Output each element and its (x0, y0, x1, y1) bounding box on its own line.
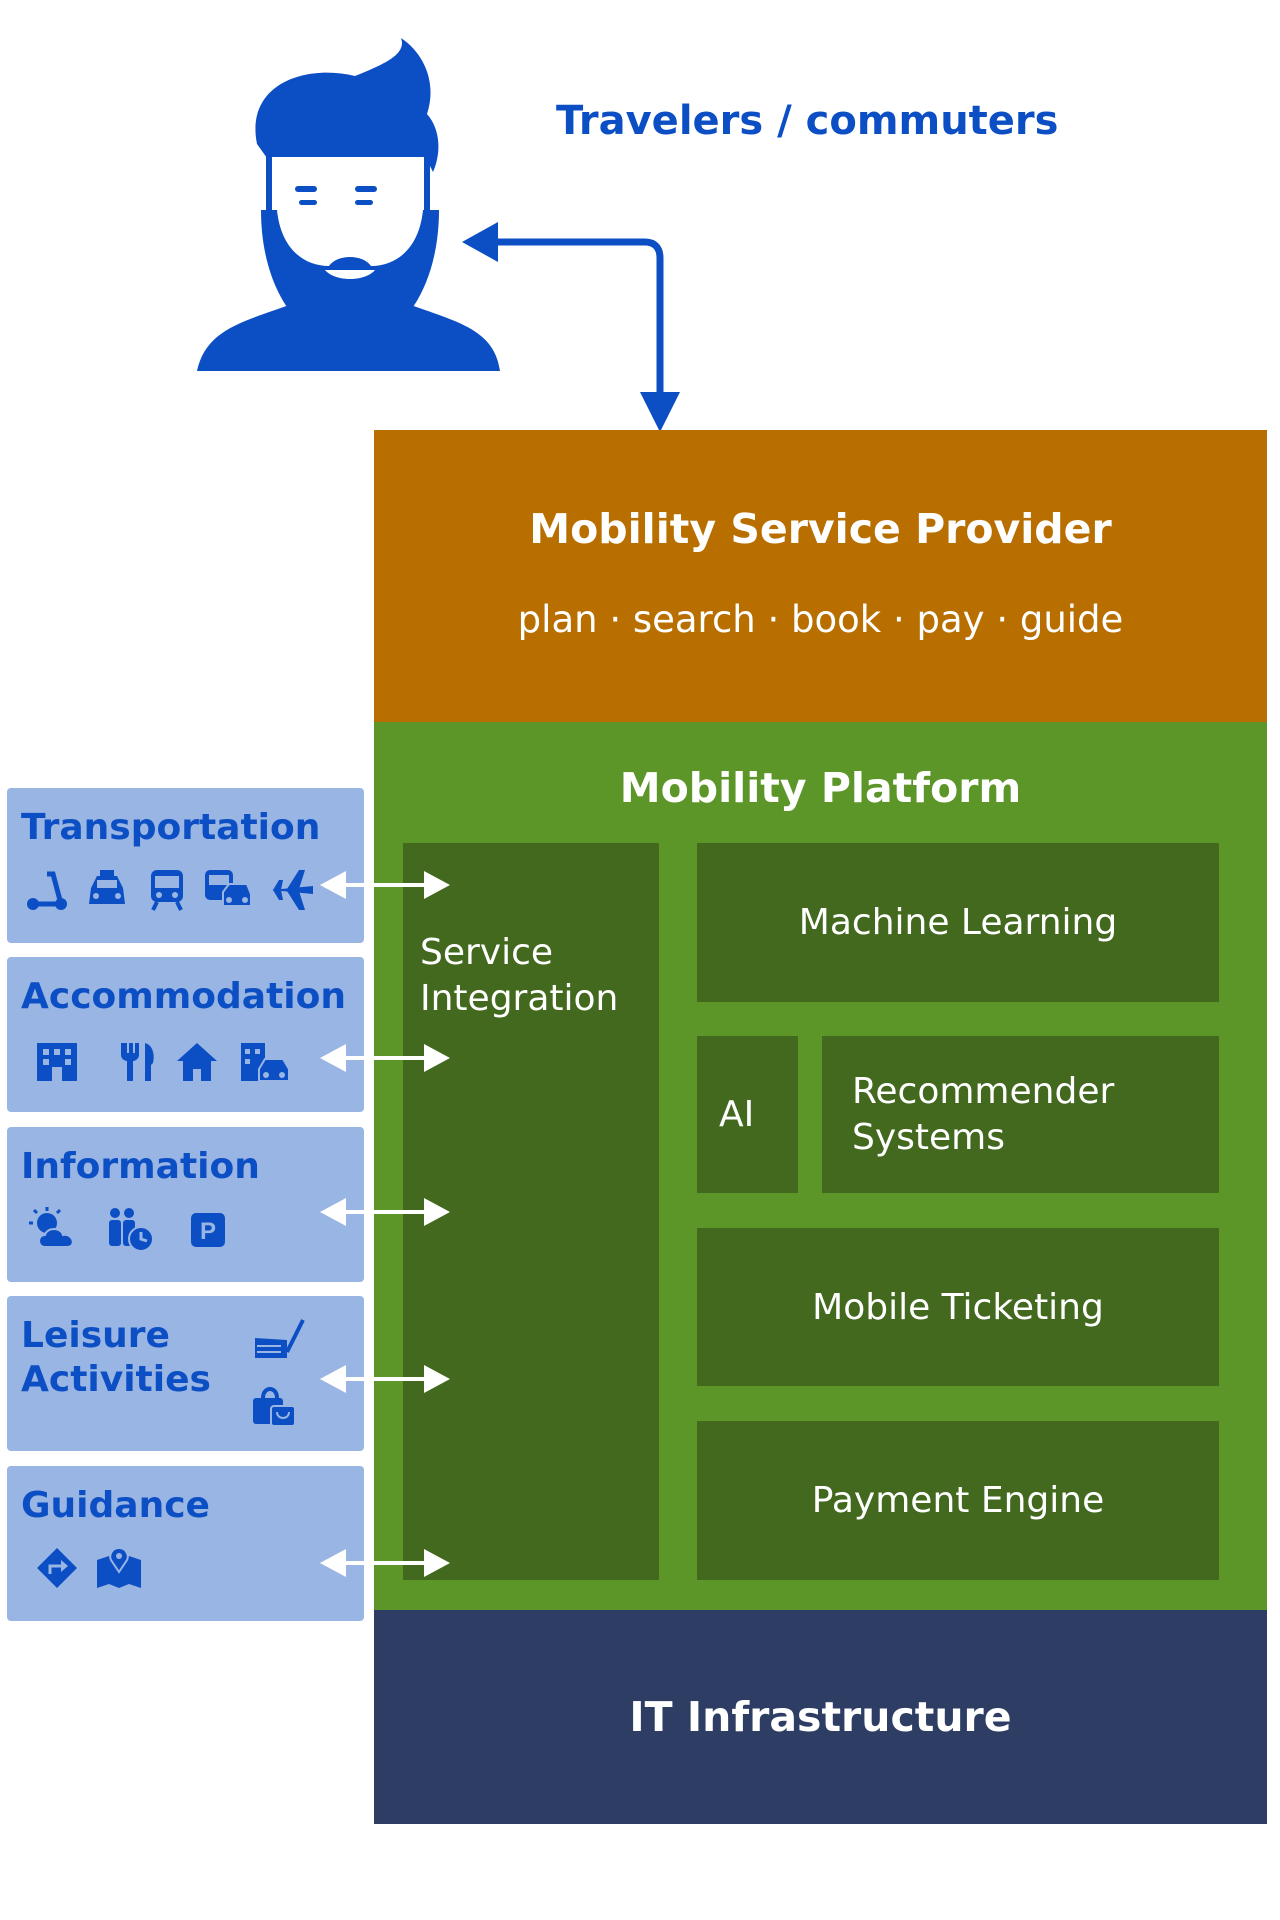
svg-text:P: P (200, 1218, 216, 1245)
msp-title: Mobility Service Provider (529, 505, 1112, 553)
restaurant-icon (121, 1043, 154, 1081)
category-guidance: Guidance (7, 1466, 450, 1621)
service-integration-label: Service Integration (420, 932, 619, 1019)
payment-engine-box: Payment Engine (697, 1421, 1219, 1580)
category-information: Information P (7, 1127, 450, 1282)
category-transportation: Transportation (7, 788, 450, 943)
traveler-label: Travelers / commuters (556, 98, 1059, 144)
msp-subtitle: plan · search · book · pay · guide (517, 598, 1124, 641)
ski-icon (255, 1319, 305, 1358)
double-arrow-icon (320, 1549, 450, 1577)
category-title: Leisure Activities (21, 1314, 221, 1402)
it-infrastructure: IT Infrastructure (374, 1610, 1267, 1824)
mobility-service-provider (374, 430, 1267, 722)
platform-title: Mobility Platform (619, 764, 1022, 812)
weather-icon (29, 1207, 74, 1248)
double-arrow-icon (320, 1044, 450, 1072)
category-title: Guidance (21, 1485, 210, 1526)
double-arrow-icon (320, 1365, 450, 1393)
direction-sign-icon (37, 1548, 77, 1588)
parking-icon: P (191, 1213, 225, 1247)
map-pin-icon (97, 1546, 141, 1588)
category-title: Information (21, 1146, 260, 1187)
bus-car-icon (205, 870, 252, 907)
hotel-icon (37, 1043, 77, 1081)
bearded-person-icon (197, 38, 500, 371)
home-icon (177, 1043, 217, 1081)
scooter-icon (27, 871, 67, 910)
taxi-icon (89, 870, 125, 904)
shopping-icon (253, 1387, 296, 1427)
category-accommodation: Accommodation (7, 957, 450, 1112)
category-title: Transportation (21, 807, 321, 848)
mobile-ticketing-box: Mobile Ticketing (697, 1228, 1219, 1386)
recommender-systems-box: Recommender Systems (822, 1036, 1219, 1193)
train-icon (151, 870, 183, 911)
double-arrow-icon (320, 871, 450, 899)
double-arrow-icon (320, 1198, 450, 1226)
crowd-time-icon (109, 1208, 154, 1252)
recommender-systems-label: Recommender Systems (852, 1070, 1115, 1158)
building-car-icon (241, 1043, 290, 1082)
category-title: Accommodation (21, 976, 347, 1017)
plane-icon (271, 870, 313, 910)
category-title-text: Leisure Activities (21, 1315, 211, 1400)
category-leisure-activities: Leisure Activities (7, 1296, 450, 1451)
ai-box: AI (697, 1036, 798, 1193)
machine-learning-box: Machine Learning (697, 843, 1219, 1002)
traveler-provider-arrow (462, 222, 680, 432)
